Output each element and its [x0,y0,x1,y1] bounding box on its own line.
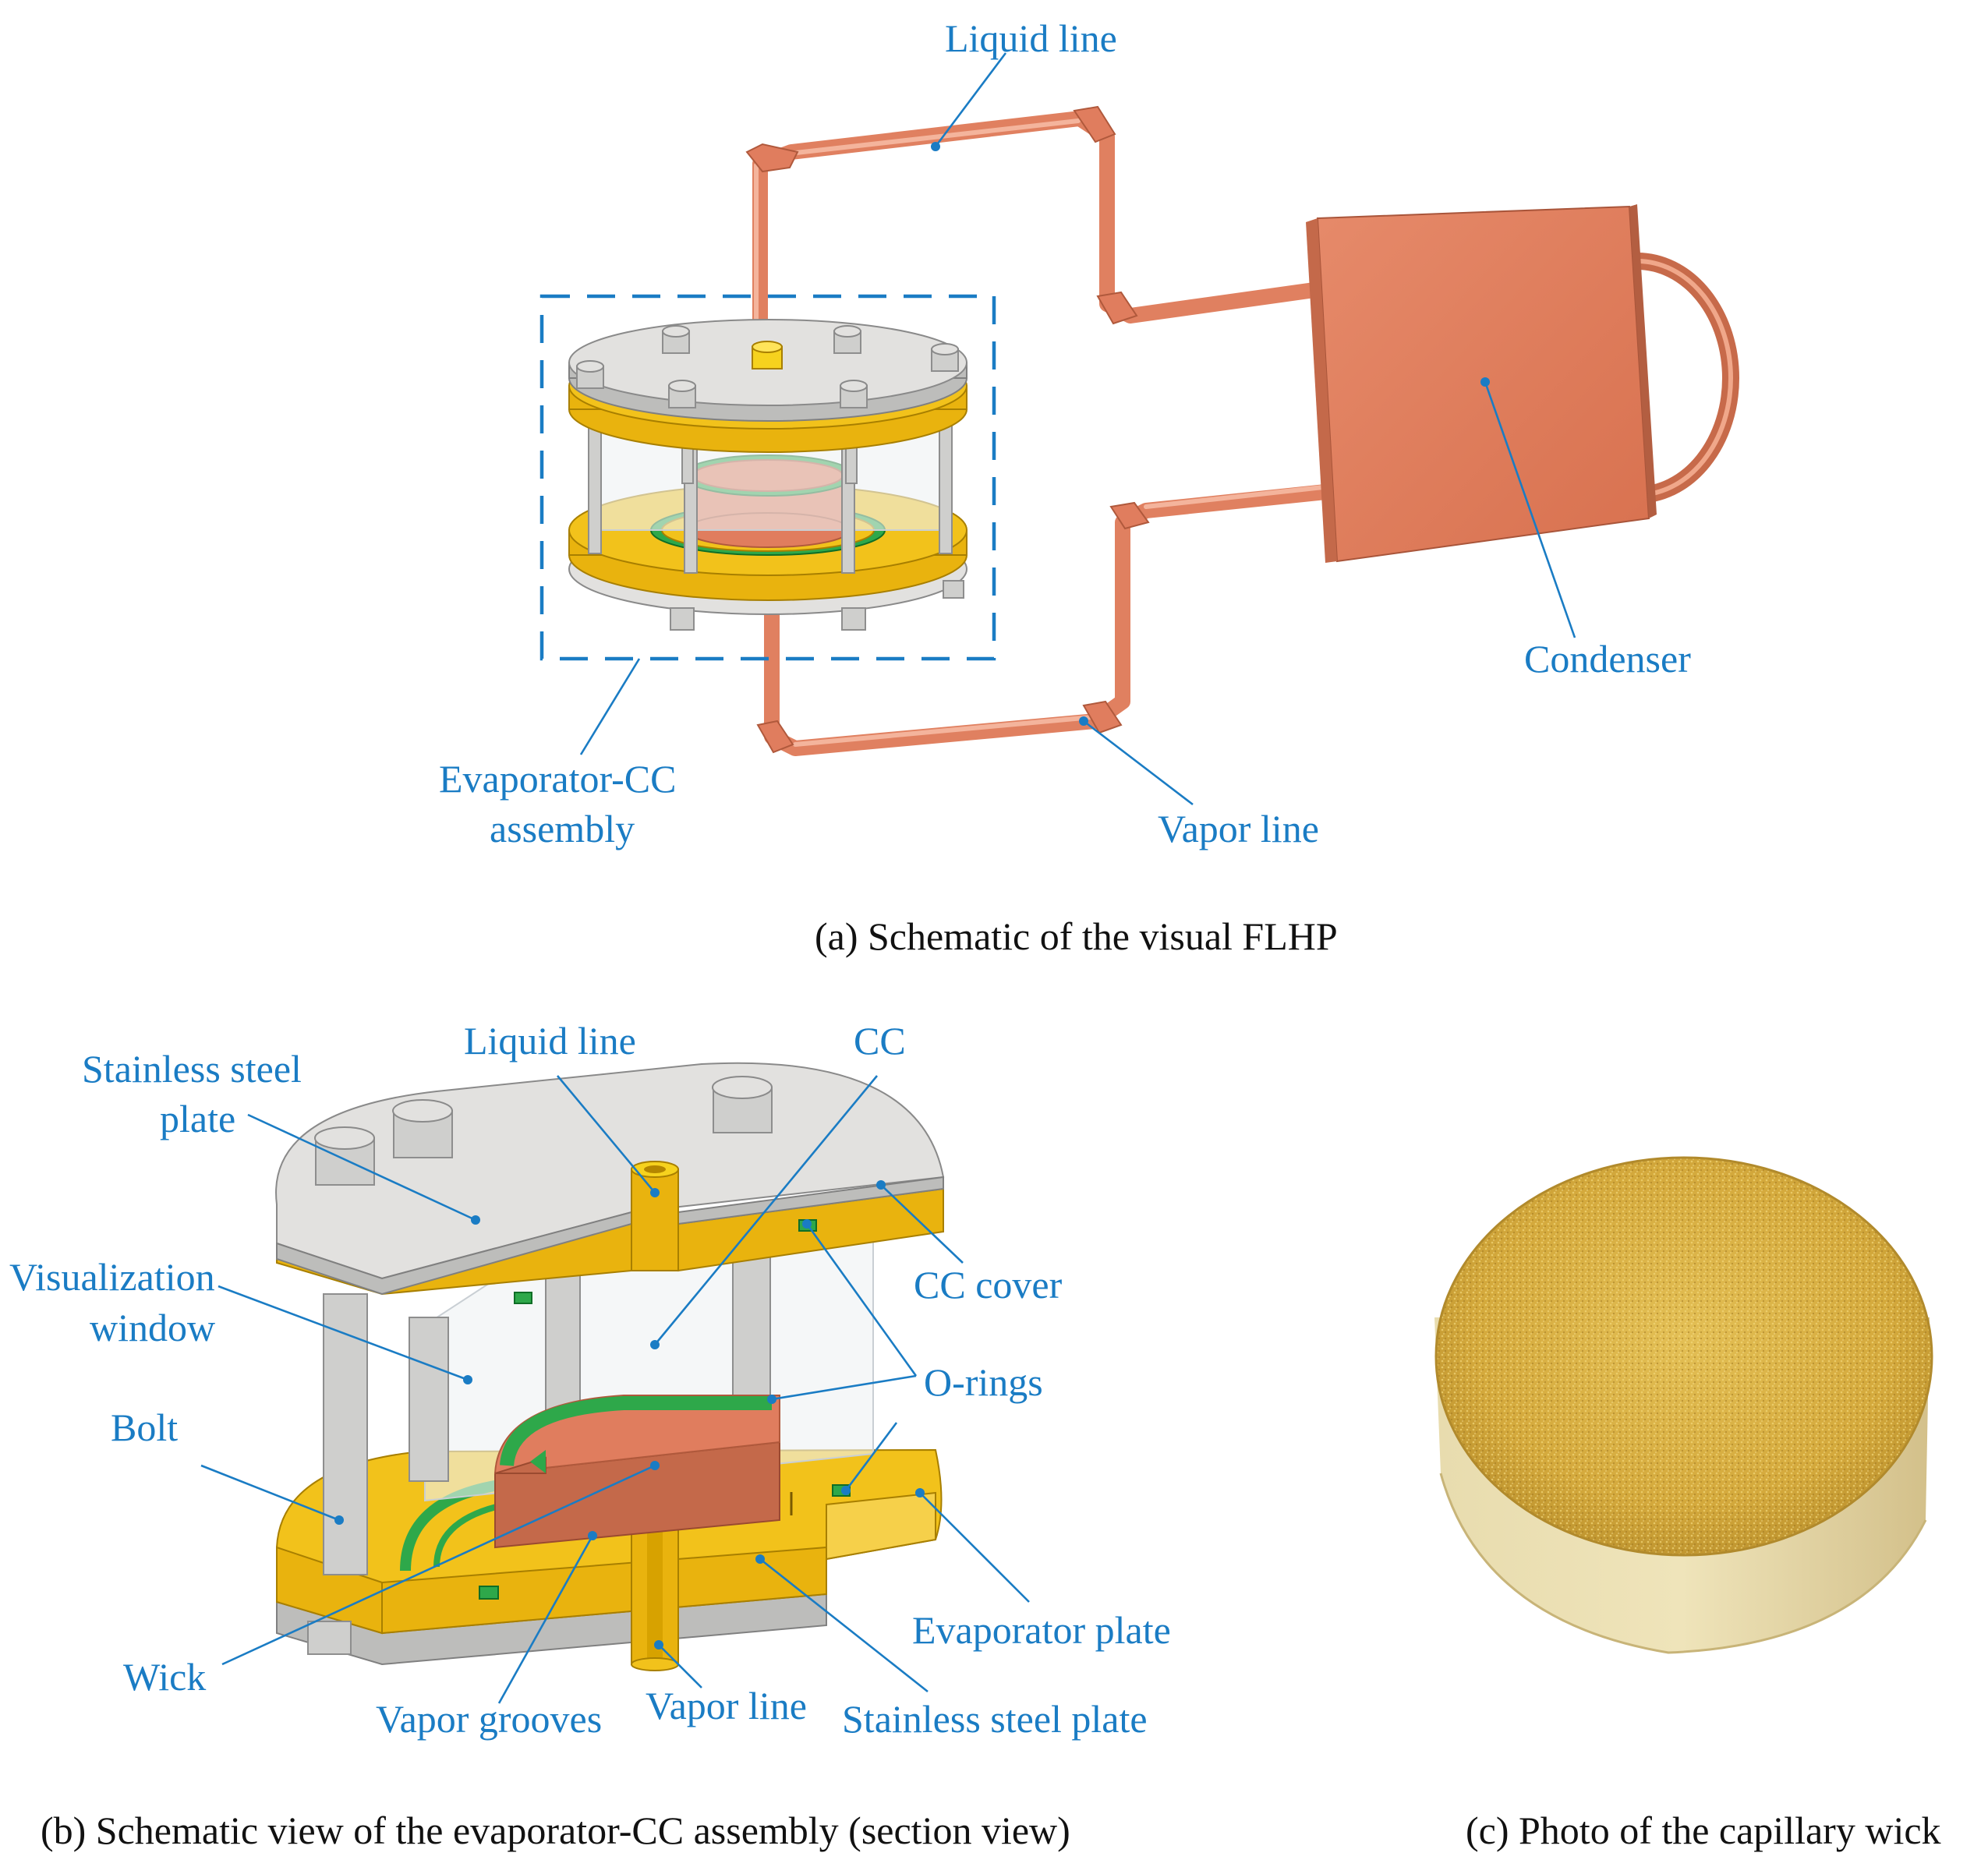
wick-section [493,1395,780,1549]
condenser [1306,204,1739,563]
label-condenser: Condenser [1524,637,1691,681]
caption-a: (a) Schematic of the visual FLHP [815,914,1338,958]
label-bolt: Bolt [111,1406,178,1449]
caption-b: (b) Schematic view of the evaporator-CC … [41,1809,1070,1852]
label-vapor-line-b: Vapor line [646,1684,807,1727]
top-plates-section [275,1062,945,1304]
panel-c-wick-photo: (c) Photo of the capillary wick [1434,1156,1941,1852]
label-evaporator-assembly-2: assembly [490,807,635,850]
label-vapor-grooves: Vapor grooves [376,1697,602,1741]
bolt-rods [588,373,953,574]
bolt-heads [576,325,964,631]
label-evaporator-plate: Evaporator plate [912,1608,1171,1652]
vapor-line-pipe [756,483,1341,756]
capillary-wick-photo [1434,1156,1933,1654]
bolt-nut [307,1621,352,1655]
label-wick: Wick [123,1655,206,1699]
evaporator-assembly-small [568,319,967,631]
label-visualization-1: Visualization [9,1255,215,1299]
label-stainless-bottom: Stainless steel plate [842,1697,1148,1741]
label-liquid-line-b: Liquid line [464,1019,636,1063]
panel-b-leaders [200,1075,1030,1704]
label-cc: CC [854,1019,906,1063]
label-o-rings: O-rings [924,1360,1043,1404]
panel-a-schematic: Liquid line Condenser Evaporator-CC asse… [439,16,1739,958]
label-evaporator-assembly-1: Evaporator-CC [439,757,676,801]
evaporator-assembly-highlight-box [539,294,996,661]
label-stainless-top-1: Stainless steel [82,1047,302,1091]
panel-b-section-view: Stainless steel plate Liquid line CC Vis… [9,1019,1171,1852]
label-vapor-line-a: Vapor line [1158,807,1319,850]
label-cc-cover: CC cover [914,1263,1063,1306]
label-stainless-top-2: plate [160,1097,235,1140]
label-visualization-2: window [90,1306,215,1349]
caption-c: (c) Photo of the capillary wick [1466,1809,1941,1852]
vapor-line-port [631,1515,679,1671]
label-liquid-line-a: Liquid line [945,16,1117,60]
liquid-line-pipe [745,105,1333,366]
